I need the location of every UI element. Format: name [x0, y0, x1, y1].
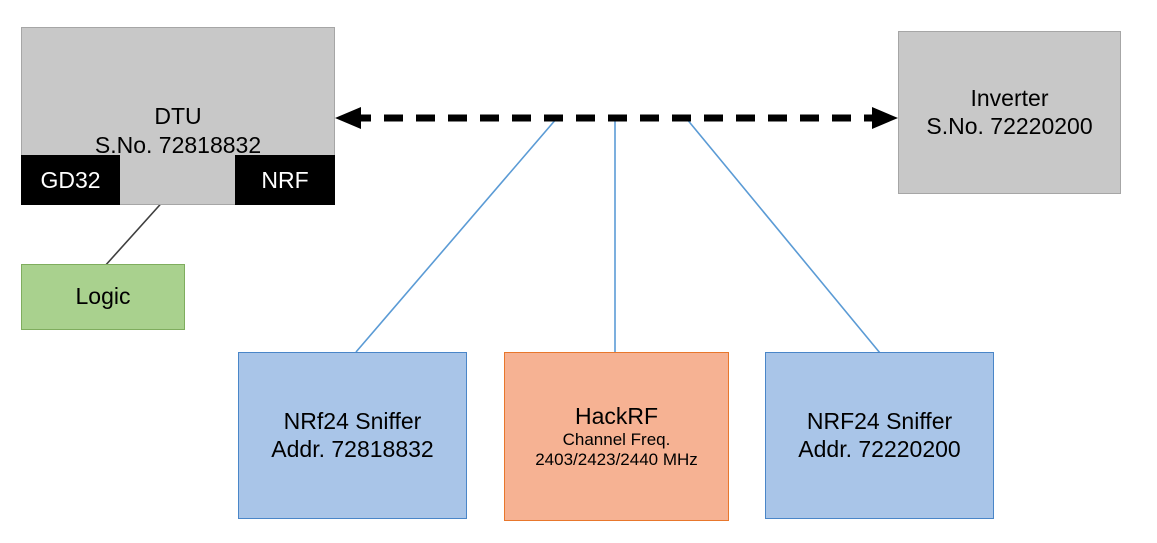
node-gd32[interactable]: GD32 [21, 155, 120, 205]
sniffer-right-tap-line [685, 117, 881, 354]
node-sniffer-left[interactable]: NRf24 Sniffer Addr. 72818832 [238, 352, 467, 519]
inverter-label: Inverter [970, 85, 1049, 112]
sniffer-right-label: NRF24 Sniffer [806, 408, 953, 435]
node-inverter[interactable]: Inverter S.No. 72220200 [898, 31, 1121, 194]
dtu-serial: S.No. 72818832 [94, 132, 262, 159]
node-sniffer-right[interactable]: NRF24 Sniffer Addr. 72220200 [765, 352, 994, 519]
inverter-serial: S.No. 72220200 [926, 112, 1093, 139]
hackrf-sub: Channel Freq. [562, 430, 671, 450]
gd32-label: GD32 [40, 166, 101, 193]
node-logic[interactable]: Logic [21, 264, 185, 330]
sniffer-left-addr: Addr. 72818832 [271, 435, 434, 462]
hackrf-freq: 2403/2423/2440 MHz [535, 450, 698, 470]
node-nrf[interactable]: NRF [235, 155, 335, 205]
hackrf-label: HackRF [574, 402, 659, 429]
sniffer-right-addr: Addr. 72220200 [798, 435, 961, 462]
node-hackrf[interactable]: HackRF Channel Freq. 2403/2423/2440 MHz [504, 352, 729, 521]
dtu-label: DTU [154, 103, 202, 129]
logic-label: Logic [75, 283, 131, 310]
sniffer-left-label: NRf24 Sniffer [283, 408, 422, 435]
nrf-label: NRF [261, 166, 309, 193]
dtu-text-group: DTU S.No. 72818832 [22, 102, 334, 161]
sniffer-left-tap-line [355, 117, 558, 353]
dtu-inverter-rf-link-arrow [335, 107, 898, 129]
